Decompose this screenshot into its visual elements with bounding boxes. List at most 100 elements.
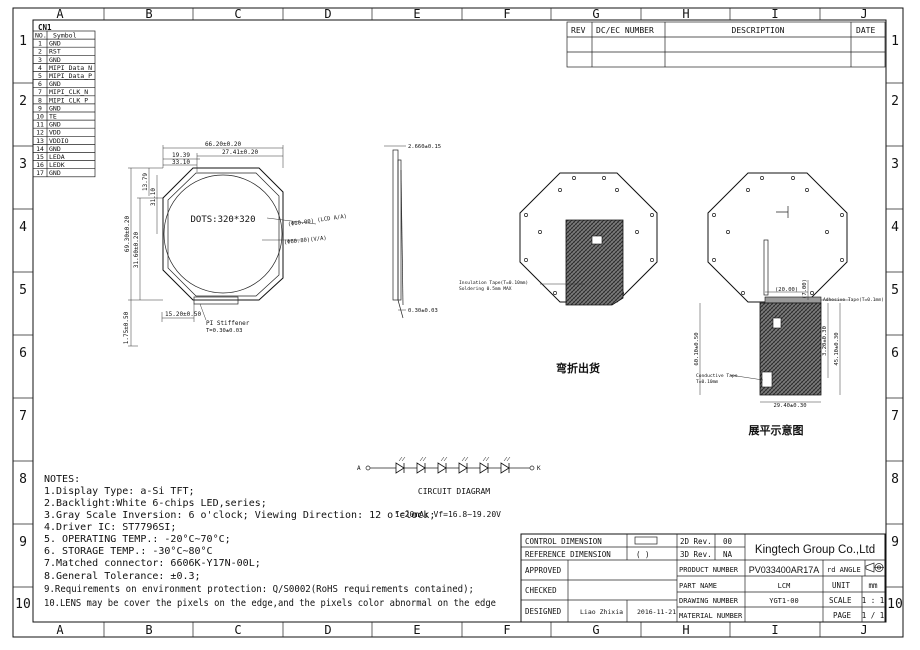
rev2d-label: 2D Rev. <box>680 537 712 546</box>
scale-label: SCALE <box>829 596 852 605</box>
projection-angle-icon <box>865 562 884 573</box>
control-dimension-label: CONTROL DIMENSION <box>525 537 602 546</box>
dim-top1-label: 13.79 <box>142 173 149 191</box>
zone-row-labels-left: 12 34 56 78 910 <box>15 34 31 612</box>
bent-view: Insulation Tape(T=0.10mm) Soldering 0.5m… <box>459 172 658 375</box>
pin-symbol: VDD <box>49 129 61 137</box>
svg-text:F: F <box>503 623 510 637</box>
product-number-label: PRODUCT NUMBER <box>679 566 739 574</box>
led-diode-icon <box>437 456 448 474</box>
dim-top2-label: 31.10 <box>150 188 157 206</box>
company-name: Kingtech Group Co.,Ltd <box>755 544 875 556</box>
pin-table-title: CN1 <box>38 23 52 32</box>
svg-text:6: 6 <box>891 346 899 361</box>
note-line: 4.Driver IC: ST7796SI; <box>44 522 176 533</box>
pin-number: 17 <box>36 169 44 177</box>
fpc-length-label: 1.75±0.50 <box>123 311 130 344</box>
dim-320-label: 3.20±0.30 <box>822 326 828 356</box>
note-line: 8.General Tolerance: ±0.3; <box>44 571 201 582</box>
bent-caption: 弯折出货 <box>556 361 600 375</box>
pin-symbol-header: Symbol <box>53 32 77 40</box>
pin-number: 8 <box>38 96 42 104</box>
led-diode-icon <box>479 456 490 474</box>
svg-text:4: 4 <box>891 220 899 235</box>
svg-text:D: D <box>324 7 331 21</box>
pin-symbol: LEDK <box>49 161 65 169</box>
pin-number: 2 <box>38 48 42 56</box>
svg-text:7: 7 <box>891 409 899 424</box>
pin-symbol: GND <box>49 104 61 112</box>
reference-dimension-label: REFERENCE DIMENSION <box>525 550 611 559</box>
svg-text:8: 8 <box>891 472 899 487</box>
svg-text:3: 3 <box>891 157 899 172</box>
svg-text:5: 5 <box>19 283 27 298</box>
pin-number: 15 <box>36 153 44 161</box>
svg-text:1: 1 <box>891 34 899 49</box>
rev3d-value: NA <box>723 550 733 559</box>
dim-inner-label: 27.41±0.20 <box>222 149 259 156</box>
pin-number: 11 <box>36 121 44 129</box>
thickness-label: 2.660±0.15 <box>408 144 441 150</box>
dcec-header: DC/EC NUMBER <box>596 26 654 35</box>
svg-text:E: E <box>413 623 420 637</box>
svg-text:2: 2 <box>19 94 27 109</box>
pin-number: 14 <box>36 145 44 153</box>
reference-symbol: ( ) <box>636 550 650 559</box>
adhesive-label: Adhesive Tape(T=0.1mm) <box>823 297 884 303</box>
side-view: 2.660±0.15 0.30±0.03 <box>384 144 441 319</box>
active-area-circle <box>163 174 283 294</box>
design-date: 2016-11-21 <box>637 608 676 616</box>
stiffener-width-label: 15.20±0.50 <box>165 311 202 318</box>
svg-text:8: 8 <box>19 472 27 487</box>
zone-row-labels-right: 12 34 56 78 910 <box>887 34 903 612</box>
dim-20-label: (20.00) <box>775 287 798 293</box>
svg-text:1: 1 <box>19 34 27 49</box>
svg-text:I: I <box>771 7 778 21</box>
pin-symbol: MIPI_Data_P <box>49 72 92 80</box>
svg-text:10: 10 <box>15 597 31 612</box>
pin-symbol: LEDA <box>49 153 65 161</box>
conductive-label: Conductive Tape <box>696 373 738 379</box>
svg-text:A: A <box>56 7 64 21</box>
material-number-label: MATERIAL NUMBER <box>679 612 743 620</box>
pin-symbol: GND <box>49 169 61 177</box>
approved-label: APPROVED <box>525 566 562 575</box>
dim-601-label: 60.10±0.50 <box>694 332 700 365</box>
note-line: 10.LENS may be cover the pixels on the e… <box>44 598 496 609</box>
insulation-label: Insulation Tape(T=0.10mm) <box>459 280 528 286</box>
svg-text:J: J <box>860 7 867 21</box>
svg-text:A: A <box>56 623 64 637</box>
pin-number: 5 <box>38 72 42 80</box>
svg-text:B: B <box>145 623 152 637</box>
led-chain <box>395 456 511 474</box>
dim-700-label: (7.00) <box>802 279 808 299</box>
anode-label: A <box>357 465 361 472</box>
pin-symbol: MIPI_CLK_P <box>49 96 88 104</box>
svg-text:C: C <box>234 7 241 21</box>
drawing-number-label: DRAWING NUMBER <box>679 597 739 605</box>
page-label: PAGE <box>833 611 852 620</box>
circuit-diagram: A K CIRCUIT DIAGRAM I=20mA; Vf=16.8~19.2… <box>357 456 541 519</box>
front-view: 66.20±0.20 27.41±0.20 19.39 33.10 69.30±… <box>123 141 347 347</box>
svg-text:2: 2 <box>891 94 899 109</box>
pin-symbol: GND <box>49 145 61 153</box>
led-diode-icon <box>458 456 469 474</box>
dim-height2-label: 31.60±0.20 <box>133 232 140 269</box>
pin-number: 12 <box>36 129 44 137</box>
pin-symbol: MIPI_Data_N <box>49 64 92 72</box>
svg-text:5: 5 <box>891 283 899 298</box>
dim-height-label: 69.30±0.20 <box>124 216 131 253</box>
product-number-value: PV033400AR17A <box>749 565 820 575</box>
led-diode-icon <box>500 456 511 474</box>
pin-number: 6 <box>38 80 42 88</box>
svg-text:7: 7 <box>19 409 27 424</box>
note-line: 3.Gray Scale Inversion: 6 o'clock; Viewi… <box>44 510 435 521</box>
note-line: 5. OPERATING TEMP.: -20°C~70°C; <box>44 534 231 545</box>
unit-value: mm <box>868 581 878 590</box>
bl-va-label: (Φ60.80)(V/A) <box>284 236 327 246</box>
svg-text:F: F <box>503 7 510 21</box>
stiffener-thick-label: T=0.30±0.03 <box>206 328 242 334</box>
svg-text:I: I <box>771 623 778 637</box>
